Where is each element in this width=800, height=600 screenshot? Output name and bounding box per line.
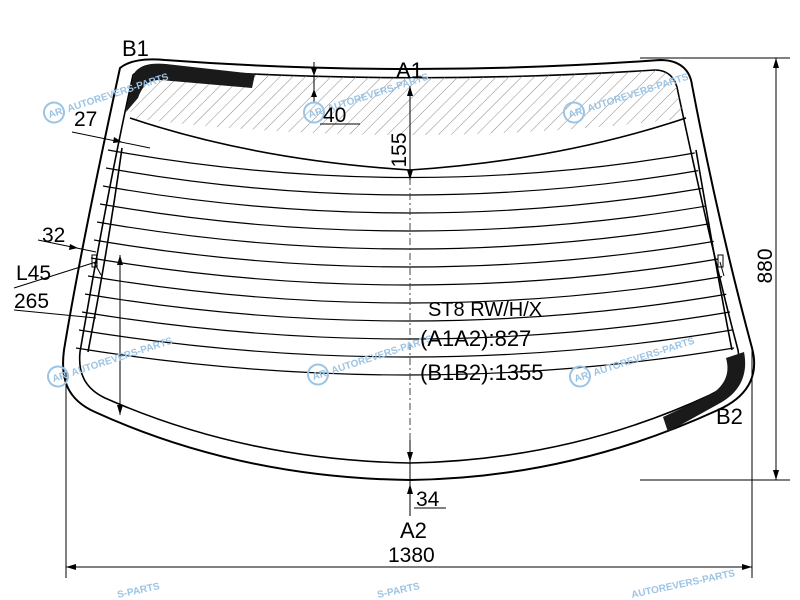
connector-left — [91, 254, 102, 276]
dim-880-label: 880 — [754, 248, 777, 283]
svg-text:AR: AR — [47, 106, 65, 121]
glass-code: ST8 RW/H/X — [428, 299, 542, 321]
marker-a2: A2 — [400, 518, 427, 543]
svg-text:AUTOREVERS-PARTS: AUTOREVERS-PARTS — [70, 336, 174, 379]
dim-40-label: 40 — [323, 104, 346, 127]
bus-bar-left — [87, 147, 123, 353]
leader-l45 — [13, 261, 97, 289]
connector-right — [717, 254, 725, 277]
dimension-b1b2: (B1B2):1355 — [420, 360, 544, 385]
dim-27-arrow — [71, 131, 151, 149]
svg-text:AR: AR — [567, 106, 585, 121]
marker-b2: B2 — [716, 404, 743, 429]
glass-outer-edge — [62, 58, 756, 482]
watermark-tail-3: AUTOREVERS-PARTS — [630, 568, 736, 600]
dim-155-label: 155 — [388, 132, 411, 167]
frit-b1 — [126, 63, 255, 112]
dim-l45-label: L45 — [16, 262, 51, 285]
svg-text:AUTOREVERS-PARTS: AUTOREVERS-PARTS — [330, 334, 434, 377]
watermark-tail-2: S-PARTS — [376, 581, 421, 600]
heating-grid — [75, 149, 735, 376]
frit-b2 — [663, 352, 746, 432]
dimension-a1a2: (A1A2):827 — [420, 326, 531, 351]
dim-1380-arrow — [65, 350, 753, 578]
marker-b1: B1 — [122, 36, 149, 61]
hatched-shade-band — [130, 68, 686, 135]
svg-text:AR: AR — [573, 370, 591, 385]
dim-34-arrow — [407, 440, 446, 516]
dim-265-label: 265 — [14, 290, 49, 313]
dim-34-label: 34 — [416, 488, 440, 511]
svg-text:AR: AR — [311, 368, 329, 383]
dim-880-arrow — [640, 57, 790, 481]
dim-27-label: 27 — [74, 108, 97, 131]
svg-text:AR: AR — [51, 370, 69, 385]
dim-32-arrow — [37, 239, 97, 253]
dim-32-label: 32 — [42, 224, 65, 247]
dim-40-arrow — [311, 62, 360, 125]
dim-265-arrow — [13, 255, 123, 415]
dim-155-arrow — [407, 86, 413, 180]
watermark-tail-1: S-PARTS — [116, 581, 161, 600]
bus-bar-right — [695, 149, 733, 351]
svg-text:AR: AR — [307, 106, 325, 121]
dim-1380-label: 1380 — [388, 544, 435, 567]
marker-a1: A1 — [396, 58, 423, 83]
